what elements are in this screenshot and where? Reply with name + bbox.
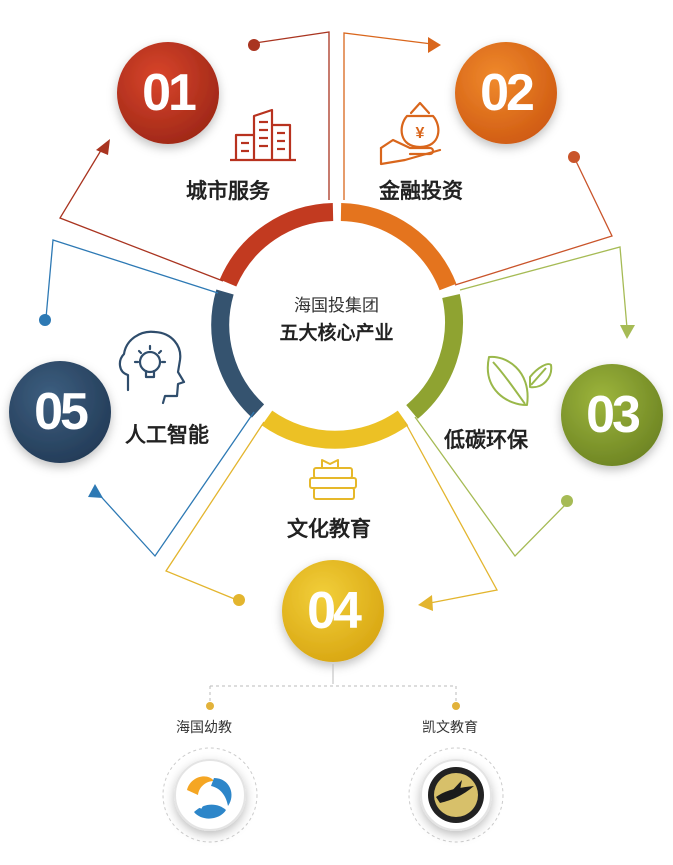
connector-02 <box>343 32 441 200</box>
haiguo-kindergarten-logo <box>162 747 258 843</box>
connector-05 <box>39 239 255 558</box>
kaiwen-education-logo <box>408 747 504 843</box>
circle-05 <box>9 361 111 463</box>
connector-03 <box>414 246 635 558</box>
segment-number-05[interactable]: 05 <box>34 383 89 441</box>
leaf-icon <box>486 355 553 406</box>
ring-segment-02 <box>340 203 457 291</box>
ring-segment-03 <box>406 293 463 419</box>
building-icon <box>230 108 296 162</box>
segment-label-04: 文化教育 <box>287 517 371 541</box>
segment-number-03[interactable]: 03 <box>586 386 641 444</box>
center-ring <box>211 203 463 449</box>
circle-01 <box>117 42 219 144</box>
books-icon <box>309 459 357 500</box>
ring-segment-01 <box>219 203 334 287</box>
circle-02 <box>455 42 557 144</box>
ai-head-icon <box>118 330 186 405</box>
connector-01 <box>59 31 330 282</box>
circle-04 <box>282 560 384 662</box>
segment-label-01: 城市服务 <box>186 179 270 203</box>
ring-segment-04 <box>261 410 409 449</box>
connector-04 <box>165 421 498 611</box>
sub-label-haiguo: 海国幼教 <box>176 720 232 736</box>
segment-label-02: 金融投资 <box>379 179 463 203</box>
yen-symbol: ¥ <box>416 125 425 142</box>
sub-branch <box>206 664 460 710</box>
ring-segment-05 <box>211 289 265 418</box>
segment-number-04[interactable]: 04 <box>307 582 362 640</box>
segment-number-02[interactable]: 02 <box>480 64 535 122</box>
circle-03 <box>561 364 663 466</box>
segment-label-03: 低碳环保 <box>444 428 528 452</box>
money-bag-icon <box>379 101 442 166</box>
segment-number-01[interactable]: 01 <box>142 64 197 122</box>
sub-label-kaiwen: 凯文教育 <box>422 720 478 736</box>
center-title: 海国投集团 <box>294 296 379 316</box>
segment-label-05: 人工智能 <box>125 423 209 447</box>
connector-02b <box>454 151 613 286</box>
center-subtitle: 五大核心产业 <box>279 322 394 344</box>
